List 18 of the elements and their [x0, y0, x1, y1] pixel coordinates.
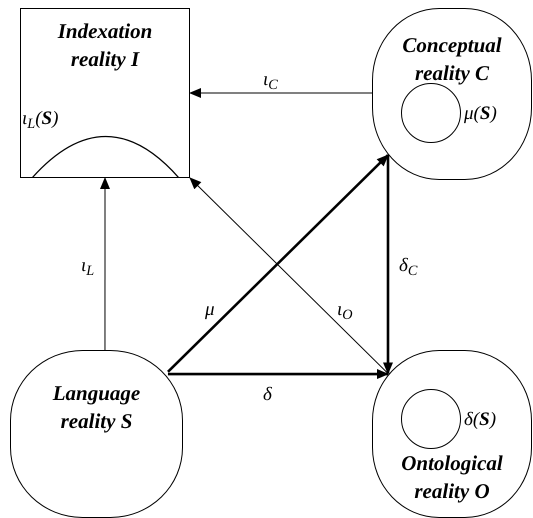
arrow	[167, 154, 389, 373]
reality-blob	[372, 8, 532, 180]
node-title: Ontological reality O	[400, 450, 504, 505]
arrow	[100, 177, 110, 350]
reality-blob	[372, 350, 532, 518]
node-title: Conceptual reality C	[401, 32, 503, 87]
arrow	[168, 369, 389, 380]
reality-box	[20, 8, 190, 178]
reality-blob	[10, 350, 183, 518]
set-label: ι$_{L}$(S)	[22, 108, 58, 129]
arrow	[383, 155, 393, 375]
set-label: δ(S)	[464, 410, 496, 428]
arrow	[189, 88, 372, 98]
arrow	[189, 177, 388, 374]
edge-label: δ$_{C}$	[398, 256, 418, 275]
set-label: μ(S)	[464, 104, 497, 122]
node-title: Language reality S	[52, 380, 142, 435]
node-title: Indexation reality I	[56, 18, 154, 73]
